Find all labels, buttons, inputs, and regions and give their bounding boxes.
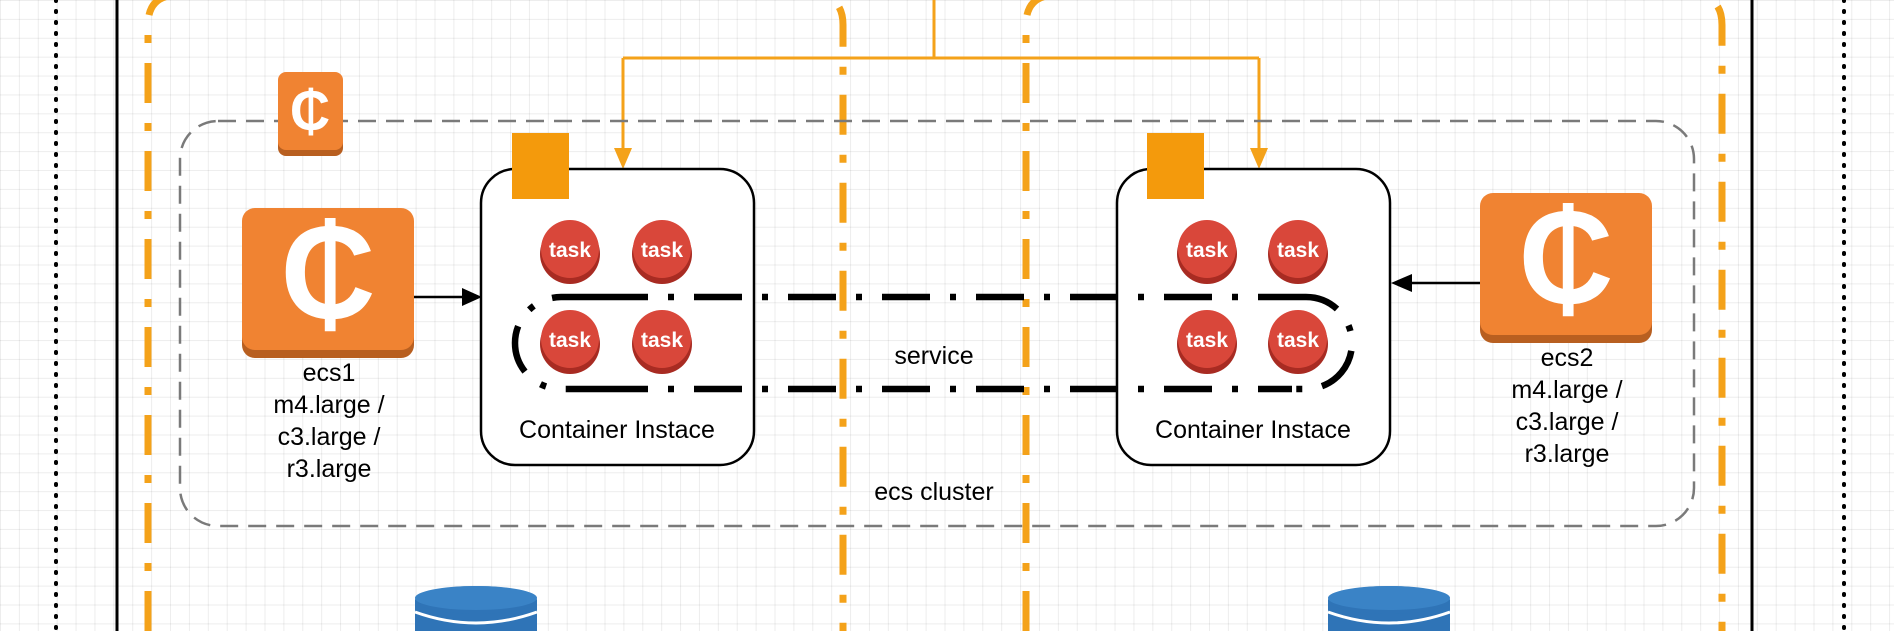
ecs1-type-1: m4.large /	[273, 391, 385, 419]
ci1-task-3: task	[540, 310, 600, 374]
ecs1-label: ecs1 m4.large / c3.large / r3.large	[229, 357, 429, 485]
ci2-label: Container Instace	[1155, 416, 1351, 444]
container-instance-1-tag	[512, 133, 569, 199]
database-icon-left	[414, 586, 538, 631]
ecs1-arrowhead	[462, 288, 482, 306]
database-icon-right	[1327, 586, 1451, 631]
service-label: service	[894, 342, 974, 370]
ecs1-type-2: c3.large /	[277, 423, 381, 451]
autoscaling-icon: ₵	[278, 72, 343, 156]
ecs1-icon-glyph: ₵	[280, 199, 375, 346]
ci2-task-4: task	[1268, 310, 1328, 374]
ci1-task-4: task	[632, 310, 692, 374]
ci1-task-4-label: task	[641, 329, 683, 352]
service-boundary	[511, 293, 1356, 393]
ecs1-type-3: r3.large	[286, 455, 372, 483]
ecs1-name: ecs1	[302, 359, 356, 387]
ci1-label: Container Instace	[519, 416, 715, 444]
ecs2-type-2: c3.large /	[1515, 408, 1619, 436]
ecs2-arrowhead	[1391, 274, 1412, 292]
ci1-task-1: task	[540, 220, 600, 284]
cluster-label: ecs cluster	[874, 478, 994, 506]
ci1-task-2: task	[632, 220, 692, 284]
ci1-task-2-label: task	[641, 239, 683, 262]
lb-connector	[621, 0, 1261, 150]
container-instance-2-tag	[1147, 133, 1204, 199]
availability-zone-2	[1022, 0, 1726, 631]
ci2-task-2: task	[1268, 220, 1328, 284]
ci2-task-1: task	[1177, 220, 1237, 284]
lb-arrowhead-left	[614, 148, 632, 169]
ci1-task-3-label: task	[549, 329, 591, 352]
ecs2-label: ecs2 m4.large / c3.large / r3.large	[1467, 342, 1667, 470]
ecs2-name: ecs2	[1540, 344, 1594, 372]
ci1-task-1-label: task	[549, 239, 591, 262]
ecs2-icon-glyph: ₵	[1518, 184, 1613, 331]
ecs2-type-3: r3.large	[1524, 440, 1610, 468]
ecs2-type-1: m4.large /	[1511, 376, 1623, 404]
ci2-task-4-label: task	[1277, 329, 1319, 352]
ci2-task-1-label: task	[1186, 239, 1228, 262]
ci2-task-3: task	[1177, 310, 1237, 374]
lb-arrowhead-right	[1250, 148, 1268, 169]
ecs-cluster-boundary	[178, 119, 1696, 528]
autoscaling-icon-glyph: ₵	[290, 79, 330, 142]
ecs1-instance-icon: ₵	[242, 199, 414, 358]
ci2-task-3-label: task	[1186, 329, 1228, 352]
availability-zone-1	[144, 0, 847, 631]
ecs2-instance-icon: ₵	[1480, 184, 1652, 343]
ci2-task-2-label: task	[1277, 239, 1319, 262]
